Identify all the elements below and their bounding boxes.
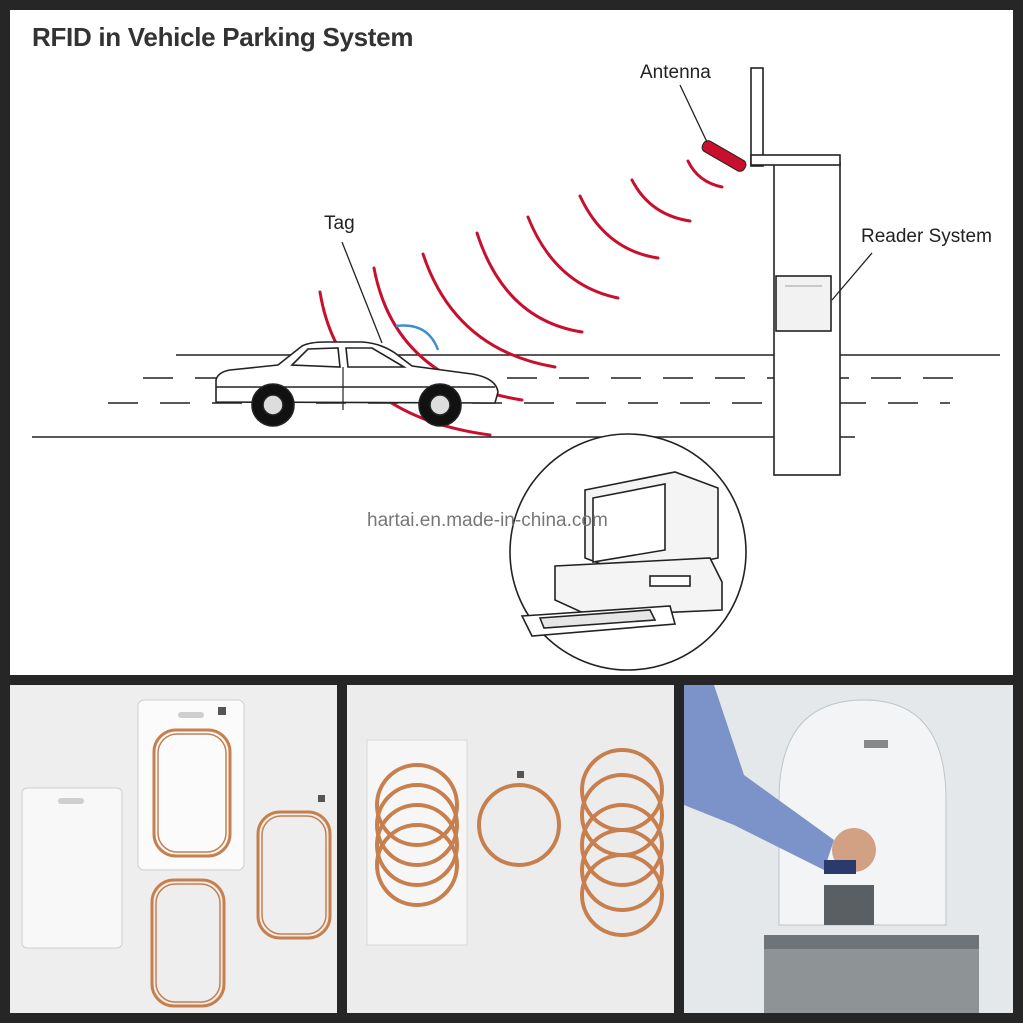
leader-lines <box>341 84 873 344</box>
antenna-icon <box>701 140 747 172</box>
photo-card-coils <box>10 685 337 1013</box>
antenna-label: Antenna <box>640 62 711 83</box>
reader-label: Reader System <box>861 226 992 247</box>
reader-booth <box>750 67 841 476</box>
parking-diagram: RFID in Vehicle Parking System <box>10 10 1013 675</box>
diagram-title: RFID in Vehicle Parking System <box>32 22 414 52</box>
tag-label: Tag <box>324 213 355 234</box>
photo-round-coils <box>347 685 674 1013</box>
watermark: hartai.en.made-in-china.com <box>367 510 608 531</box>
photo-turnstile <box>684 685 1013 1013</box>
road <box>32 354 1000 438</box>
turnstile-image <box>684 685 1013 1013</box>
card-coils-image <box>21 699 332 1008</box>
diagram-svg <box>32 67 1000 671</box>
tag-signal <box>395 324 440 351</box>
car <box>215 341 499 427</box>
computer-icon <box>509 433 747 671</box>
round-coils-image <box>366 739 664 946</box>
